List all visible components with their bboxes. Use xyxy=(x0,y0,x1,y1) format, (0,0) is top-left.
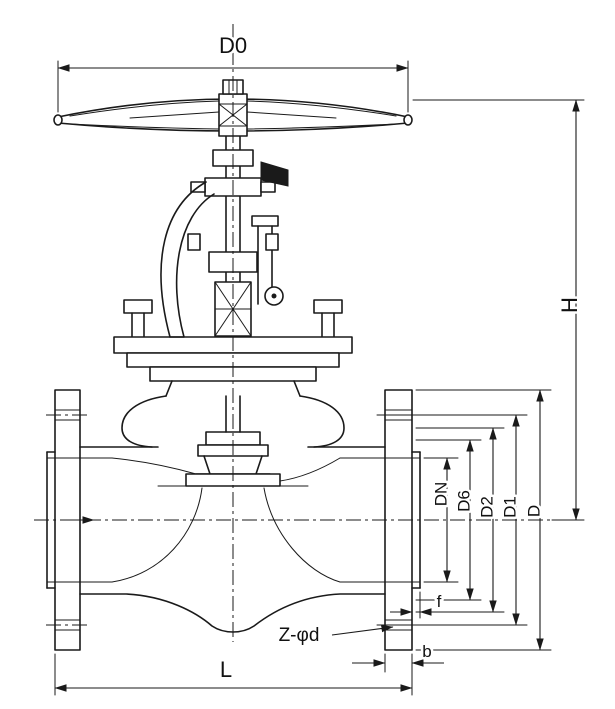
gland-lug xyxy=(260,161,289,187)
dim-label-h: H xyxy=(557,297,582,313)
bolt-hole-leader xyxy=(331,624,394,636)
bonnet-bolt-left xyxy=(123,299,153,314)
dim-label-d: D xyxy=(524,505,543,517)
dim-label-f: f xyxy=(437,592,442,611)
dimension-h: H xyxy=(412,99,585,521)
dim-label-dn: DN xyxy=(431,482,450,507)
dim-label-d2: D2 xyxy=(477,496,496,518)
yoke-arm xyxy=(160,181,215,338)
dim-label-d6: D6 xyxy=(454,490,473,512)
dimension-d0: D0 xyxy=(57,31,409,113)
bonnet-bolt-right xyxy=(313,299,343,314)
dim-label-d1: D1 xyxy=(500,496,519,518)
dimension-f: f xyxy=(390,590,446,619)
centerlines xyxy=(34,24,556,642)
dimension-l: L xyxy=(54,653,413,696)
dim-label-z-phi-d: Z-φd xyxy=(279,625,320,646)
dim-label-b: b xyxy=(422,642,431,661)
dim-label-l: L xyxy=(220,657,232,682)
dim-label-d0: D0 xyxy=(219,33,247,58)
dimension-b: b xyxy=(352,640,444,673)
stem-assembly xyxy=(160,135,289,433)
callout-bolt-holes: Z-φd xyxy=(276,623,394,649)
dimension-stack-right: DN D6 D2 D1 D xyxy=(376,389,552,651)
